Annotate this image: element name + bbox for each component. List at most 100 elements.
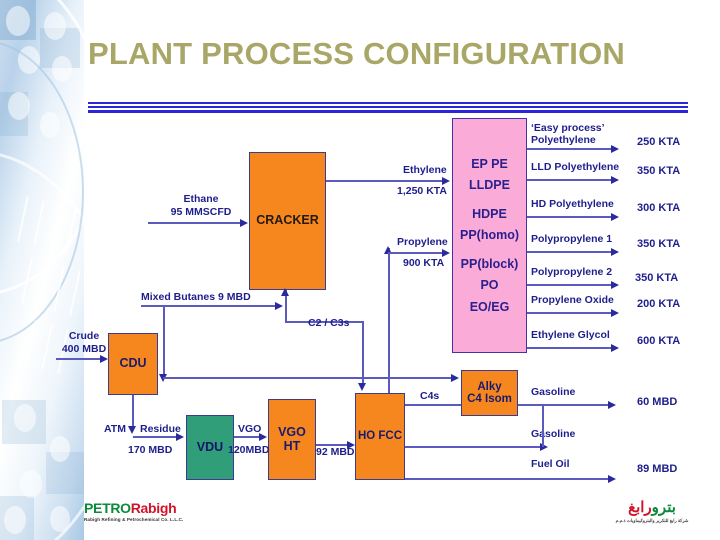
- petchem-item-pp-homo: PP(homo): [459, 228, 520, 243]
- unit-vdu-label: VDU: [196, 439, 224, 454]
- stream-mixed-butanes: [141, 305, 277, 307]
- arrow-product-0: [611, 144, 619, 153]
- unit-vgo-ht-label-line1: VGO: [278, 425, 306, 440]
- product-label-6: Ethylene Glycol: [531, 329, 610, 341]
- arrow-ethylene-to-petchem: [442, 176, 450, 185]
- product-label-4: Polypropylene 2: [531, 266, 613, 278]
- arrow-product-2: [611, 212, 619, 221]
- stream-atm-label: ATM: [104, 423, 126, 435]
- stream-vgoht-out-rate: 92 MBD: [316, 446, 355, 458]
- logo-petro-text: PETRO: [84, 500, 131, 516]
- stream-butanes-down: [163, 305, 165, 377]
- product-label-0-line2: Polyethylene: [531, 134, 596, 146]
- arrow-gasoline-2: [540, 442, 548, 451]
- title-rule-2: [88, 106, 688, 108]
- stream-vgo-rate: 120MBD: [228, 444, 270, 456]
- arrow-product-4: [611, 280, 619, 289]
- arrow-crude-to-cdu: [100, 354, 108, 363]
- stream-fcc-propylene-riser: [388, 248, 390, 393]
- petchem-item-hdpe: HDPE: [472, 206, 507, 221]
- arrow-vgo-to-vgoht: [259, 432, 267, 441]
- decorative-sidebar: [0, 0, 84, 540]
- fuel-value-2: 89 MBD: [637, 463, 678, 475]
- product-label-2: HD Polyethylene: [531, 198, 614, 210]
- stream-c2c3s-label: C2 / C3s: [308, 317, 350, 329]
- unit-petrochemical-complex[interactable]: EP PE LLDPE HDPE PP(homo) PP(block) PO E…: [452, 118, 527, 353]
- petchem-item-pp-block: PP(block): [460, 256, 519, 271]
- arrow-gasoline-1: [608, 400, 616, 409]
- stream-ethylene-label: Ethylene: [403, 164, 447, 176]
- stream-c2c3s-up-to-cracker: [285, 290, 287, 322]
- page-title: PLANT PROCESS CONFIGURATION: [88, 36, 626, 71]
- feed-crude-label: Crude 400 MBD: [58, 330, 110, 356]
- feed-ethane-label: Ethane 95 MMSCFD: [160, 193, 242, 219]
- arrow-c2c3s-down-to-fcc: [357, 383, 366, 391]
- product-value-5: 200 KTA: [637, 298, 681, 310]
- stream-c4s-label: C4s: [420, 390, 440, 402]
- feed-ethane-rate: 95 MMSCFD: [170, 206, 232, 219]
- fuel-label-2: Fuel Oil: [531, 458, 570, 470]
- arrow-cdu-down: [127, 426, 136, 434]
- stream-product-2: [527, 216, 613, 218]
- stream-ethane-to-cracker: [148, 222, 242, 224]
- petchem-item-eo-eg: EO/EG: [469, 299, 510, 314]
- logo-subtitle: Rabigh Refining & Petrochemical Co. L.L.…: [84, 517, 184, 522]
- arrow-product-6: [611, 343, 619, 352]
- unit-alky-c4-isom[interactable]: Alky C4 Isom: [461, 370, 518, 416]
- arrow-atm-residue-to-vdu: [176, 432, 184, 441]
- stream-ethylene-rate: 1,250 KTA: [397, 185, 447, 197]
- petchem-item-po: PO: [480, 278, 499, 293]
- arrow-vgoht-to-hofcc: [347, 440, 355, 449]
- product-value-1: 350 KTA: [637, 165, 681, 177]
- unit-cracker[interactable]: CRACKER: [249, 152, 326, 290]
- stream-fuel-oil: [405, 478, 610, 480]
- unit-vgo-ht[interactable]: VGO HT: [268, 399, 316, 480]
- feed-crude-name: Crude: [68, 330, 100, 342]
- stream-atm-residue: [133, 436, 178, 438]
- product-value-4: 350 KTA: [635, 272, 679, 284]
- stream-c4s: [405, 404, 461, 406]
- arrow-fuel-oil: [608, 474, 616, 483]
- unit-vdu[interactable]: VDU: [186, 415, 234, 480]
- unit-cdu[interactable]: CDU: [108, 333, 158, 395]
- product-value-6: 600 KTA: [637, 335, 681, 347]
- stream-product-0: [527, 148, 613, 150]
- arrow-butanes-down: [158, 374, 167, 382]
- stream-product-3: [527, 251, 613, 253]
- product-label-1: LLD Polyethylene: [531, 161, 620, 173]
- product-label-0-line1: ‘Easy process’: [531, 122, 605, 134]
- feed-ethane-name: Ethane: [183, 193, 219, 205]
- stream-product-6: [527, 347, 613, 349]
- product-label-5: Propylene Oxide: [531, 294, 614, 306]
- stream-gasoline-alky: [518, 404, 610, 406]
- stream-vgoht-to-hofcc: [316, 444, 350, 446]
- arrow-ethane-to-cracker: [240, 218, 248, 227]
- feed-mixed-butanes-label: Mixed Butanes 9 MBD: [141, 291, 251, 303]
- unit-ho-fcc[interactable]: HO FCC: [355, 393, 405, 480]
- fuel-label-1: Gasoline: [531, 428, 576, 440]
- unit-cracker-label: CRACKER: [256, 213, 319, 228]
- title-rule-1: [88, 102, 688, 104]
- stream-c2c3s-horizontal: [285, 321, 363, 323]
- arrow-mixed-butanes: [275, 301, 283, 310]
- stream-propylene-label: Propylene: [397, 236, 448, 248]
- unit-cdu-label: CDU: [119, 356, 147, 371]
- product-value-0: 250 KTA: [637, 136, 681, 148]
- product-value-3: 350 KTA: [637, 238, 681, 250]
- arrow-collector-to-alky: [451, 373, 459, 382]
- stream-c2c3s-riser: [362, 321, 364, 386]
- petchem-item-lldpe: LLDPE: [469, 178, 510, 193]
- logo-arabic-petro: بترو: [651, 499, 676, 516]
- stream-propylene-rate: 900 KTA: [403, 257, 445, 269]
- stream-propylene: [388, 252, 444, 254]
- unit-vgo-ht-label-line2: HT: [283, 438, 301, 453]
- petro-rabigh-logo: PETRORabigh Rabigh Refining & Petrochemi…: [84, 500, 183, 522]
- petchem-item-ep-pe: EP PE: [471, 156, 508, 171]
- logo-arabic-subtitle: شركة رابغ للتكرير والبتروكيماويات ذ.م.م: [615, 518, 689, 523]
- stream-cdu-down: [132, 395, 134, 429]
- unit-ho-fcc-label: HO FCC: [357, 430, 403, 443]
- stream-ethylene: [326, 180, 444, 182]
- feed-crude-rate: 400 MBD: [61, 343, 107, 356]
- unit-alky-label-line1: Alky: [477, 380, 502, 393]
- stream-crude-to-cdu: [56, 358, 102, 360]
